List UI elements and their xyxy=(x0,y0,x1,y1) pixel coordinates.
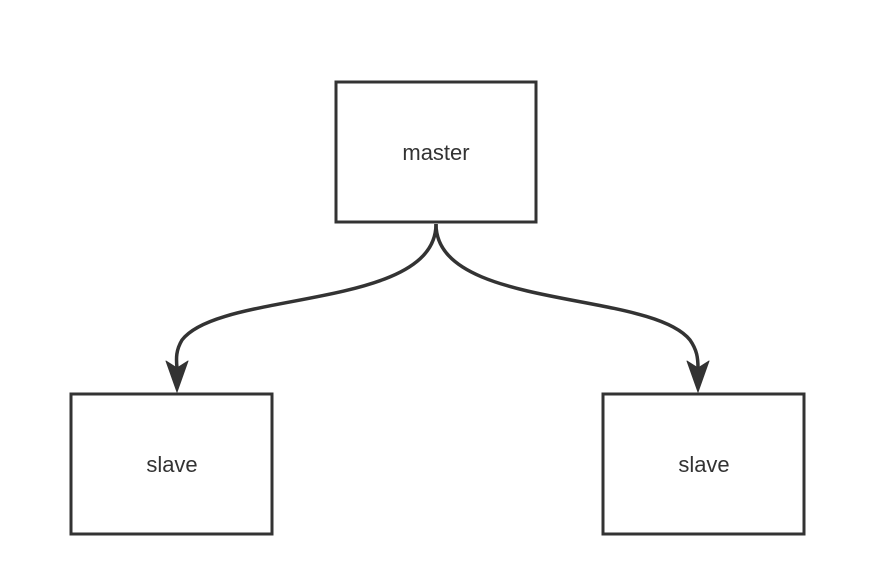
arrowhead-slave-right xyxy=(686,360,710,393)
node-slave-right-box xyxy=(601,392,806,536)
node-master[interactable]: master xyxy=(334,80,538,224)
node-slave-right[interactable]: slave xyxy=(601,392,806,536)
node-master-box xyxy=(334,80,538,224)
node-master-label: master xyxy=(402,140,469,165)
node-slave-left-label: slave xyxy=(146,452,197,477)
edge-master-to-slave-left xyxy=(174,223,438,369)
arrowhead-slave-left xyxy=(165,360,189,393)
node-slave-left[interactable]: slave xyxy=(69,392,274,536)
node-slave-left-box xyxy=(69,392,274,536)
edge-master-to-slave-right xyxy=(434,223,700,369)
node-slave-right-label: slave xyxy=(678,452,729,477)
